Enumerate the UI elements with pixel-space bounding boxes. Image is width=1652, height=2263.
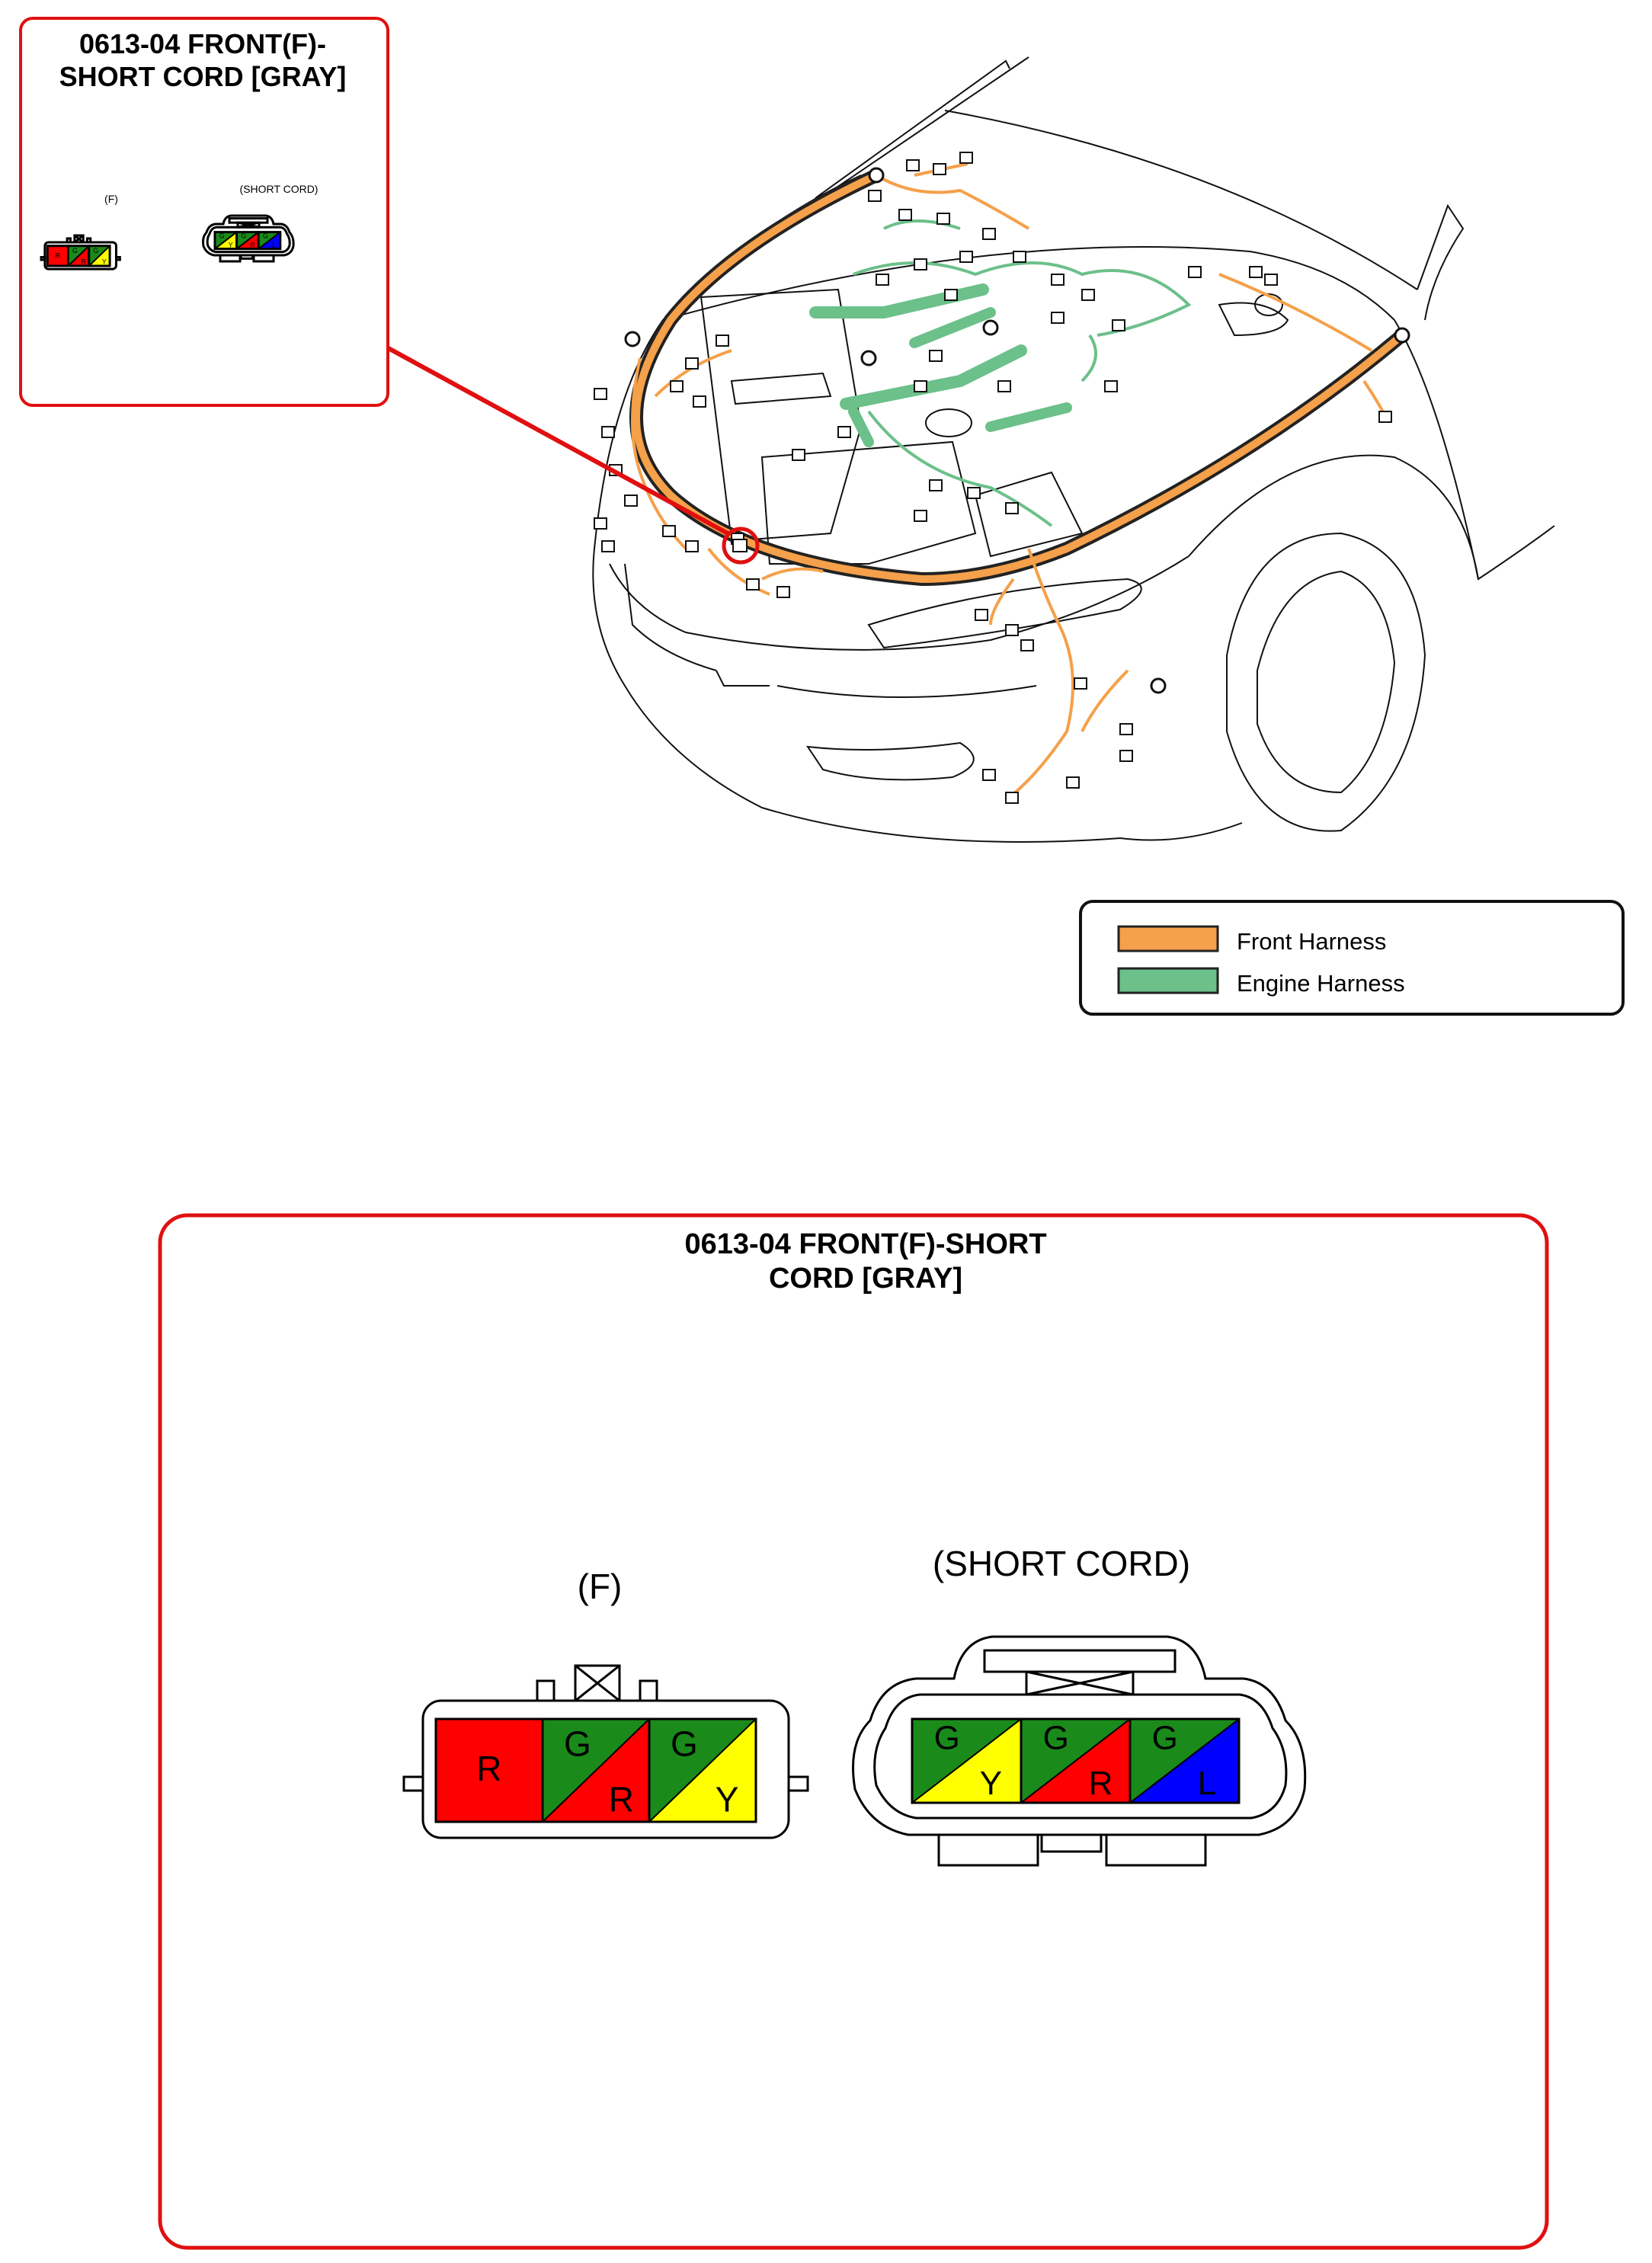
inset-box: 0613-04 FRONT(F)- SHORT CORD [GRAY] (F) … <box>19 17 389 407</box>
engine-harness-lines <box>809 219 1192 527</box>
inset-short-pin-1-top <box>215 232 237 249</box>
inset-f-pin-1-bottom-label: R <box>56 251 61 259</box>
detail-f-pin-3-bottom-label: Y <box>716 1780 739 1820</box>
leader-line <box>384 344 729 536</box>
inset-label-f: (F) <box>104 193 118 205</box>
inset-label-short-cord: (SHORT CORD) <box>240 183 319 195</box>
detail-short-pin-1-bottom-label: Y <box>980 1765 1002 1802</box>
legend-label-front-harness: Front Harness <box>1237 928 1386 955</box>
harness-connectors <box>594 152 1392 804</box>
inset-short-pin-2-top <box>236 232 259 249</box>
detail-short-latch <box>983 1649 1177 1673</box>
detail-short-pin-3-top-label: G <box>1152 1720 1178 1757</box>
inset-f-pin-3-bottom-label: Y <box>102 258 107 265</box>
detail-title-line1: 0613-04 FRONT(F)-SHORT <box>684 1228 1046 1260</box>
inset-short-pin-2-top-label: G <box>241 232 246 240</box>
inset-short-pin-3-bottom-label: L <box>272 241 276 248</box>
inset-f-pin-2-top-label: G <box>72 247 78 254</box>
inset-f-pin-1 <box>46 245 69 267</box>
inset-short-pin-1-bottom-label: Y <box>229 241 233 248</box>
inset-short-pin-2-bottom-label: R <box>250 241 255 248</box>
detail-short-pin-1-top-label: G <box>934 1720 960 1757</box>
inset-title-line1: 0613-04 FRONT(F)- <box>79 28 326 59</box>
inset-f-pin-2-bottom-label: R <box>81 258 86 265</box>
inset-title-line2: SHORT CORD [GRAY] <box>59 61 347 92</box>
detail-title-line2: CORD [GRAY] <box>769 1263 962 1295</box>
target-connector-marker <box>722 527 760 565</box>
detail-f-pin-1-bottom-label: R <box>476 1749 501 1788</box>
detail-f-pin-2-bottom-label: R <box>609 1780 634 1820</box>
legend-label-engine-harness: Engine Harness <box>1237 970 1405 997</box>
detail-short-pin-3-bottom-label: L <box>1198 1765 1216 1802</box>
detail-short-pin-2-top-label: G <box>1043 1720 1069 1757</box>
legend: Front Harness Engine Harness <box>1079 900 1625 1016</box>
detail-f-pin-3-top-label: G <box>671 1724 698 1764</box>
legend-swatch-front-harness <box>1117 925 1219 952</box>
legend-swatch-engine-harness <box>1117 967 1219 994</box>
inset-short-pin-3-top-label: G <box>263 232 268 240</box>
detail-short-pin-2-bottom-label: R <box>1089 1765 1113 1802</box>
inset-short-pin-1-top-label: G <box>219 232 225 240</box>
detail-f-pin-2-top-label: G <box>564 1724 591 1764</box>
car-illustration <box>592 56 1555 843</box>
inset-f-pin-3-top-label: G <box>93 247 98 254</box>
detail-label-short-cord: (SHORT CORD) <box>933 1544 1190 1583</box>
front-harness-lines <box>629 162 1409 802</box>
detail-box: 0613-04 FRONT(F)-SHORT CORD [GRAY] (F) (… <box>158 1213 1549 2250</box>
grommets <box>624 167 1410 694</box>
detail-label-f: (F) <box>578 1567 623 1606</box>
detail-f-pin-1 <box>434 1717 544 1823</box>
inset-short-pin-3-top <box>258 232 280 249</box>
